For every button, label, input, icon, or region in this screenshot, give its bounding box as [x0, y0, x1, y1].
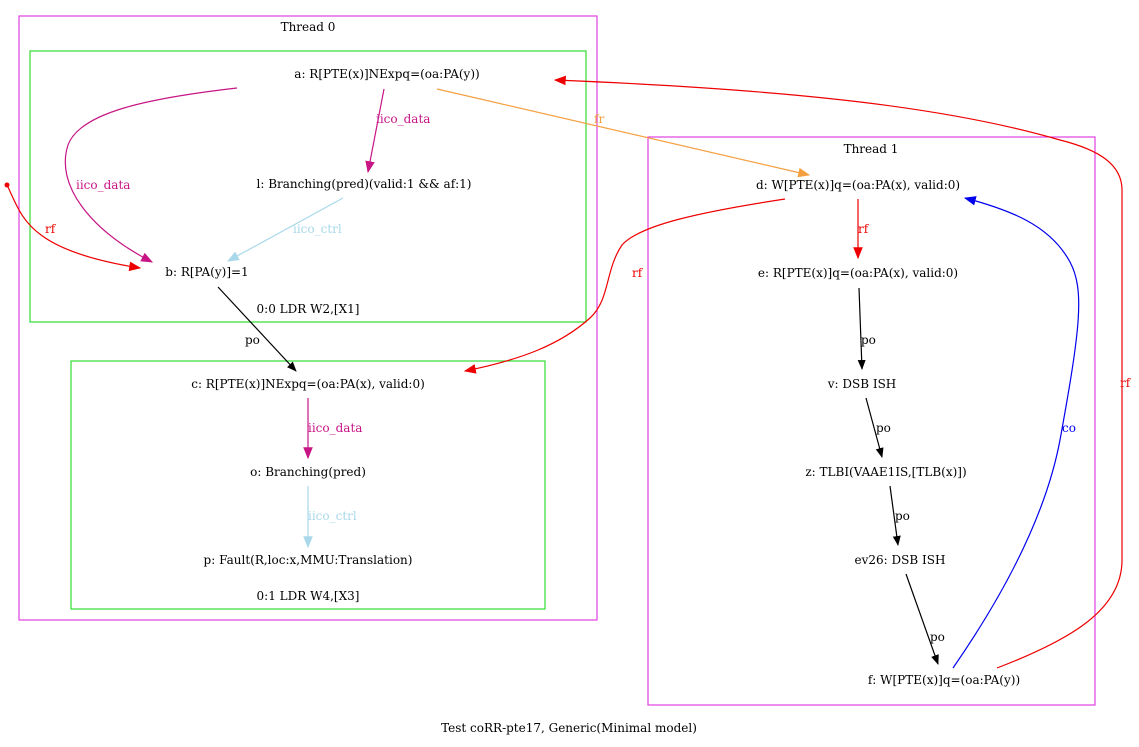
node-a: a: R[PTE(x)]NExpq=(oa:PA(y)) [294, 67, 479, 81]
edge-init-b-label: rf [45, 222, 57, 236]
edge-o-p-label: iico_ctrl [308, 509, 357, 523]
edge-a-d-label: fr [594, 112, 604, 126]
edge-a-b-label: iico_data [76, 178, 130, 192]
edge-l-b-label: iico_ctrl [293, 222, 342, 236]
edge-f-d [952, 196, 1080, 669]
edge-init-b [6, 184, 142, 272]
edge-d-c-label: rf [632, 266, 644, 280]
instr01-cluster [70, 360, 546, 610]
thread1-title: Thread 1 [844, 142, 899, 156]
edge-d-e-label: rf [858, 222, 870, 236]
node-f: f: W[PTE(x)]q=(oa:PA(y)) [868, 673, 1020, 687]
node-d: d: W[PTE(x)]q=(oa:PA(x), valid:0) [756, 178, 960, 192]
edge-z-ev26 [889, 485, 901, 546]
edge-e-v [857, 287, 866, 370]
edge-a-b [64, 87, 238, 263]
instr00-label: 0:0 LDR W2,[X1] [257, 302, 360, 316]
node-ev26: ev26: DSB ISH [855, 553, 946, 567]
thread0-title: Thread 0 [281, 20, 336, 34]
node-b: b: R[PA(y)]=1 [165, 265, 248, 279]
node-e: e: R[PTE(x)]q=(oa:PA(x), valid:0) [758, 266, 958, 280]
edge-v-z [865, 397, 884, 458]
edge-a-d [436, 88, 811, 178]
edge-f-a-label: rf [1120, 376, 1132, 390]
thread1-cluster [647, 136, 1096, 706]
edge-b-c-label: po [245, 333, 260, 347]
edge-d-c [463, 198, 786, 374]
node-l: l: Branching(pred)(valid:1 && af:1) [257, 177, 472, 191]
thread0-cluster [18, 15, 598, 621]
edge-f-a [553, 75, 1123, 669]
node-z: z: TLBI(VAAE1IS,[TLB(x)]) [805, 465, 966, 479]
node-v: v: DSB ISH [827, 377, 897, 391]
edge-e-v-label: po [861, 333, 876, 347]
edge-f-d-label: co [1062, 421, 1076, 435]
instr01-label: 0:1 LDR W4,[X3] [257, 589, 360, 603]
edge-b-c [217, 286, 297, 372]
edge-z-ev26-label: po [895, 509, 910, 523]
diagram-caption: Test coRR-pte17, Generic(Minimal model) [441, 721, 697, 735]
edge-ev26-f [905, 573, 939, 665]
node-o: o: Branching(pred) [250, 465, 366, 479]
edge-l-b [226, 197, 344, 262]
edge-v-z-label: po [876, 421, 891, 435]
edge-ev26-f-label: po [930, 630, 945, 644]
edge-c-o-label: iico_data [308, 421, 362, 435]
instr00-cluster [29, 50, 587, 323]
edge-a-l-label: iico_data [376, 112, 430, 126]
edge-a-l [365, 88, 385, 174]
node-c: c: R[PTE(x)]NExpq=(oa:PA(x), valid:0) [191, 377, 425, 391]
node-p: p: Fault(R,loc:x,MMU:Translation) [204, 553, 413, 567]
